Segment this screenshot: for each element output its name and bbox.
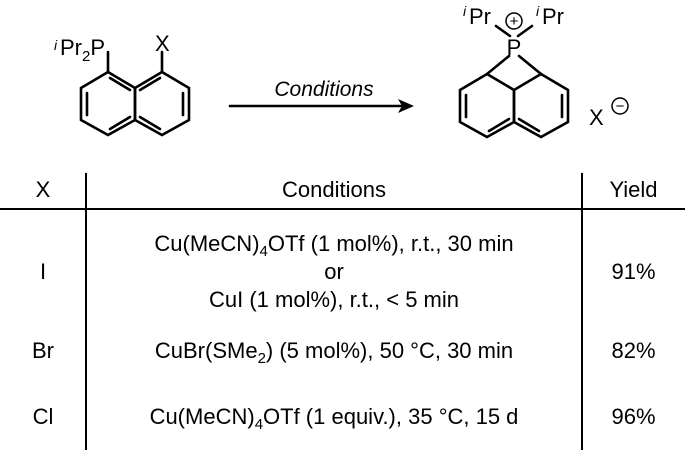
positive-charge-circle [505,12,523,30]
reactant-prefix-group: Pr [60,35,82,60]
reactant-prefix-subscript: 2 [82,48,90,65]
row-condition-line: Cu(MeCN)4OTf (1 equiv.), 35 °C, 15 d [149,404,519,433]
product-left-group: Pr [469,4,491,29]
reaction-arrow: Conditions [228,78,414,113]
row-x: Cl [32,404,54,429]
product-left-group-superscript: i [463,3,467,19]
product-phosphorus: P [507,35,522,60]
reactant-structure: i Pr2P X [54,31,191,137]
negative-charge-circle [611,97,629,115]
reactant-phosphorus: P [90,35,105,60]
reactant-right-ring [133,70,191,137]
svg-text:i: i [54,37,58,53]
row-condition-line: Cu(MeCN)4OTf (1 mol%), r.t., 30 min [154,231,514,260]
arrow-label: Conditions [274,78,374,101]
product-left-ring [458,72,516,139]
column-divider-right [581,173,583,450]
row-x: Br [32,338,54,363]
row-condition-or: or [324,259,344,284]
reactant-substituent-x: X [155,31,170,56]
row-condition-line: CuI (1 mol%), r.t., < 5 min [208,287,459,312]
header-x: X [35,177,51,202]
header-conditions: Conditions [282,177,386,202]
reaction-scheme: i Pr2P X Conditions i Pr i Pr + P [54,3,629,139]
product-right-group-superscript: i [536,3,540,19]
row-x: I [39,259,47,284]
row-yield: 96% [611,404,656,429]
product-structure: i Pr i Pr + P X − [458,3,629,139]
row-yield: 91% [611,259,656,284]
positive-charge-symbol: + [510,13,519,30]
header-yield: Yield [609,177,658,202]
column-divider-left [85,173,87,450]
reactant-left-ring [79,70,137,137]
row-condition-line: CuBr(SMe2) (5 mol%), 50 °C, 30 min [154,338,514,367]
counterion-x: X [589,105,604,130]
header-rule [0,208,685,210]
reactant-prefix-superscript: i [54,37,58,53]
row-yield: 82% [611,338,656,363]
negative-charge-symbol: − [616,98,625,115]
product-right-ring [512,72,570,139]
svg-text:Pr2P: Pr2P [60,35,105,65]
product-right-group: Pr [542,4,564,29]
